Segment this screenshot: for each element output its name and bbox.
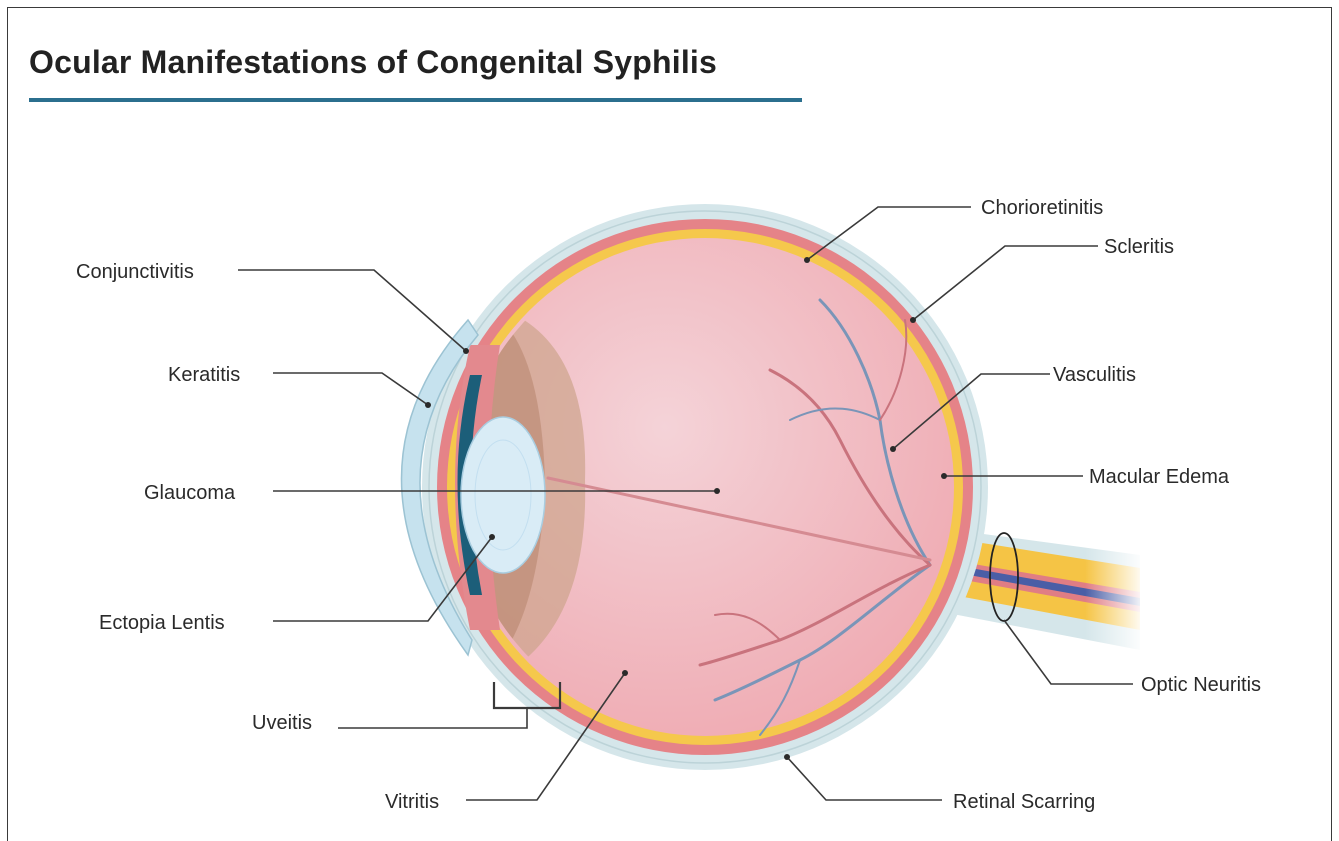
label-scleritis: Scleritis bbox=[1104, 236, 1174, 258]
label-keratitis: Keratitis bbox=[168, 364, 240, 386]
label-ectopia-lentis: Ectopia Lentis bbox=[99, 612, 225, 634]
label-uveitis: Uveitis bbox=[252, 712, 312, 734]
label-glaucoma: Glaucoma bbox=[144, 482, 236, 504]
label-chorioretinitis: Chorioretinitis bbox=[981, 197, 1103, 219]
label-vitritis: Vitritis bbox=[385, 791, 439, 813]
label-conjunctivitis: Conjunctivitis bbox=[76, 261, 194, 283]
label-retinal-scarring: Retinal Scarring bbox=[953, 791, 1095, 813]
label-vasculitis: Vasculitis bbox=[1053, 364, 1136, 386]
label-macular-edema: Macular Edema bbox=[1089, 466, 1230, 488]
label-optic-neuritis: Optic Neuritis bbox=[1141, 674, 1261, 696]
